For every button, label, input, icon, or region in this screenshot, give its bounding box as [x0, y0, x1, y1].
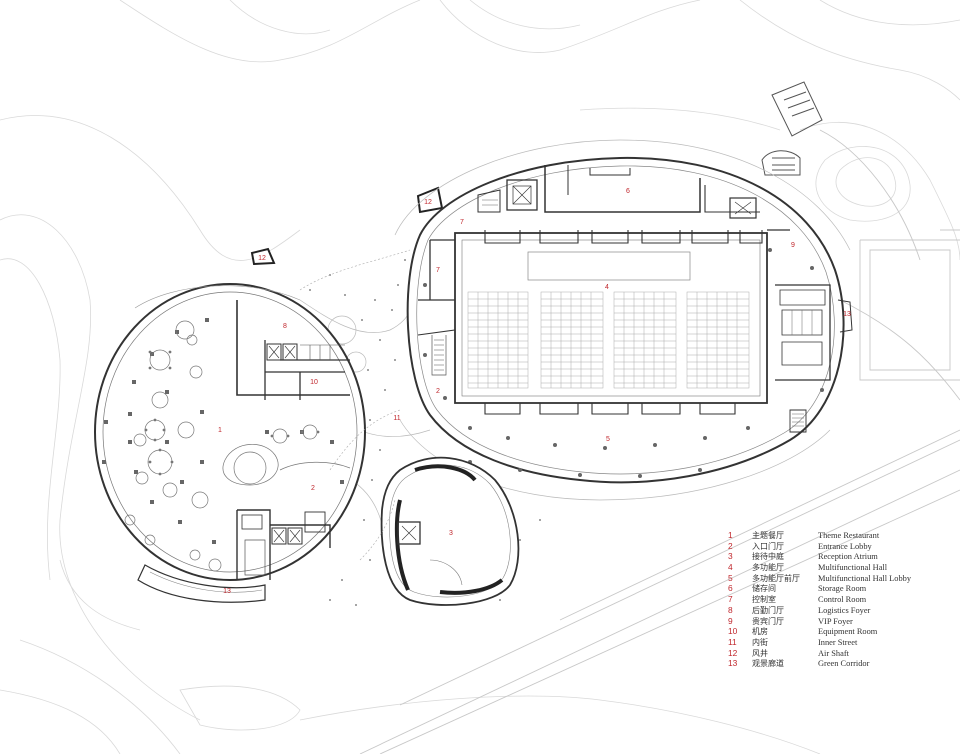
- site-roads: [359, 129, 960, 754]
- legend-row: 1 主题餐厅 Theme Restaurant: [728, 530, 950, 541]
- restaurant-building: [94, 283, 366, 603]
- label-storage-room: 6: [626, 188, 630, 195]
- legend-num: 10: [728, 626, 738, 637]
- label-vip-foyer: 9: [791, 242, 795, 249]
- legend-en: Green Corridor: [818, 659, 870, 669]
- legend-en: Multifunctional Hall: [818, 563, 888, 573]
- legend-en: Equipment Room: [818, 627, 878, 637]
- legend-cn: 风井: [752, 648, 768, 658]
- label-multifunctional-hall: 4: [605, 284, 609, 291]
- legend-row: 5 多功能厅前厅 Multifunctional Hall Lobby: [728, 573, 950, 584]
- label-theme-restaurant: 1: [218, 427, 222, 434]
- legend-row: 2 入口门厅 Entrance Lobby: [728, 541, 950, 552]
- legend-en: Air Shaft: [818, 648, 849, 658]
- legend-num: 7: [728, 594, 733, 605]
- legend-en: Theme Restaurant: [818, 531, 880, 540]
- legend-cn: 控制室: [752, 595, 776, 605]
- legend-row: 10 机房 Equipment Room: [728, 626, 950, 637]
- legend-cn: 内街: [752, 637, 768, 647]
- legend-en: VIP Foyer: [818, 616, 853, 626]
- legend-en: Multifunctional Hall Lobby: [818, 573, 912, 583]
- label-green-corridor-b: 13: [843, 311, 851, 318]
- legend-num: 6: [728, 583, 733, 594]
- reception-atrium-building: [380, 456, 520, 606]
- legend-num: 9: [728, 615, 733, 626]
- legend: 1 主题餐厅 Theme Restaurant 2 入口门厅 Entrance Lobby…: [728, 530, 950, 669]
- label-entrance-lobby: 2: [311, 485, 315, 492]
- legend-row: 4 多功能厅 Multifunctional Hall: [728, 562, 950, 573]
- legend-row: 9 贵宾门厅 VIP Foyer: [728, 616, 950, 627]
- legend-row: 13 观景廊道 Green Corridor: [728, 658, 950, 669]
- legend-cn: 后勤门厅: [752, 605, 784, 615]
- legend-row: 3 接待中庭 Reception Atrium: [728, 551, 950, 562]
- legend-num: 3: [728, 551, 733, 562]
- main-hall-building: [394, 139, 853, 501]
- legend-cn: 机房: [752, 627, 768, 637]
- legend-cn: 入口门厅: [752, 541, 784, 551]
- legend-num: 5: [728, 572, 733, 583]
- label-air-shaft-b: 12: [258, 255, 266, 262]
- legend-num: 13: [728, 658, 738, 669]
- legend-cn: 观景廊道: [752, 659, 784, 669]
- legend-num: 1: [728, 530, 733, 540]
- label-hall-lobby: 5: [606, 436, 610, 443]
- label-control-room: 7: [436, 267, 440, 274]
- legend-cn: 多功能厅: [752, 563, 784, 573]
- legend-num: 11: [728, 636, 737, 647]
- legend-num: 8: [728, 604, 733, 615]
- legend-cn: 贵宾门厅: [752, 616, 784, 626]
- legend-cn: 接待中庭: [752, 552, 784, 562]
- legend-cn: 多功能厅前厅: [752, 573, 800, 583]
- label-air-shaft-a: 12: [424, 199, 432, 206]
- label-reception-atrium: 3: [449, 530, 453, 537]
- legend-en: Logistics Foyer: [818, 605, 871, 615]
- legend-num: 4: [728, 562, 733, 573]
- label-inner-street: 11: [393, 415, 400, 422]
- legend-cn: 储存间: [752, 584, 776, 594]
- circulation-lines: [299, 249, 411, 561]
- legend-row: 11 内街 Inner Street: [728, 637, 950, 648]
- label-control-room-b: 7: [460, 219, 464, 226]
- legend-en: Storage Room: [818, 584, 867, 594]
- legend-row: 12 风井 Air Shaft: [728, 648, 950, 659]
- legend-num: 2: [728, 540, 733, 551]
- label-logistics-foyer: 8: [283, 323, 287, 330]
- legend-num: 12: [728, 647, 738, 658]
- legend-cn: 主题餐厅: [752, 531, 784, 540]
- stair-structure-top: [761, 81, 823, 176]
- air-shaft-b: [250, 247, 276, 266]
- legend-row: 6 储存间 Storage Room: [728, 583, 950, 594]
- legend-en: Control Room: [818, 595, 867, 605]
- label-green-corridor-a: 13: [223, 588, 231, 595]
- legend-row: 7 控制室 Control Room: [728, 594, 950, 605]
- legend-en: Reception Atrium: [818, 552, 878, 562]
- legend-en: Entrance Lobby: [818, 541, 872, 551]
- label-entrance-lobby-b: 2: [436, 388, 440, 395]
- legend-en: Inner Street: [818, 637, 858, 647]
- label-equipment-room: 10: [310, 379, 318, 386]
- legend-row: 8 后勤门厅 Logistics Foyer: [728, 605, 950, 616]
